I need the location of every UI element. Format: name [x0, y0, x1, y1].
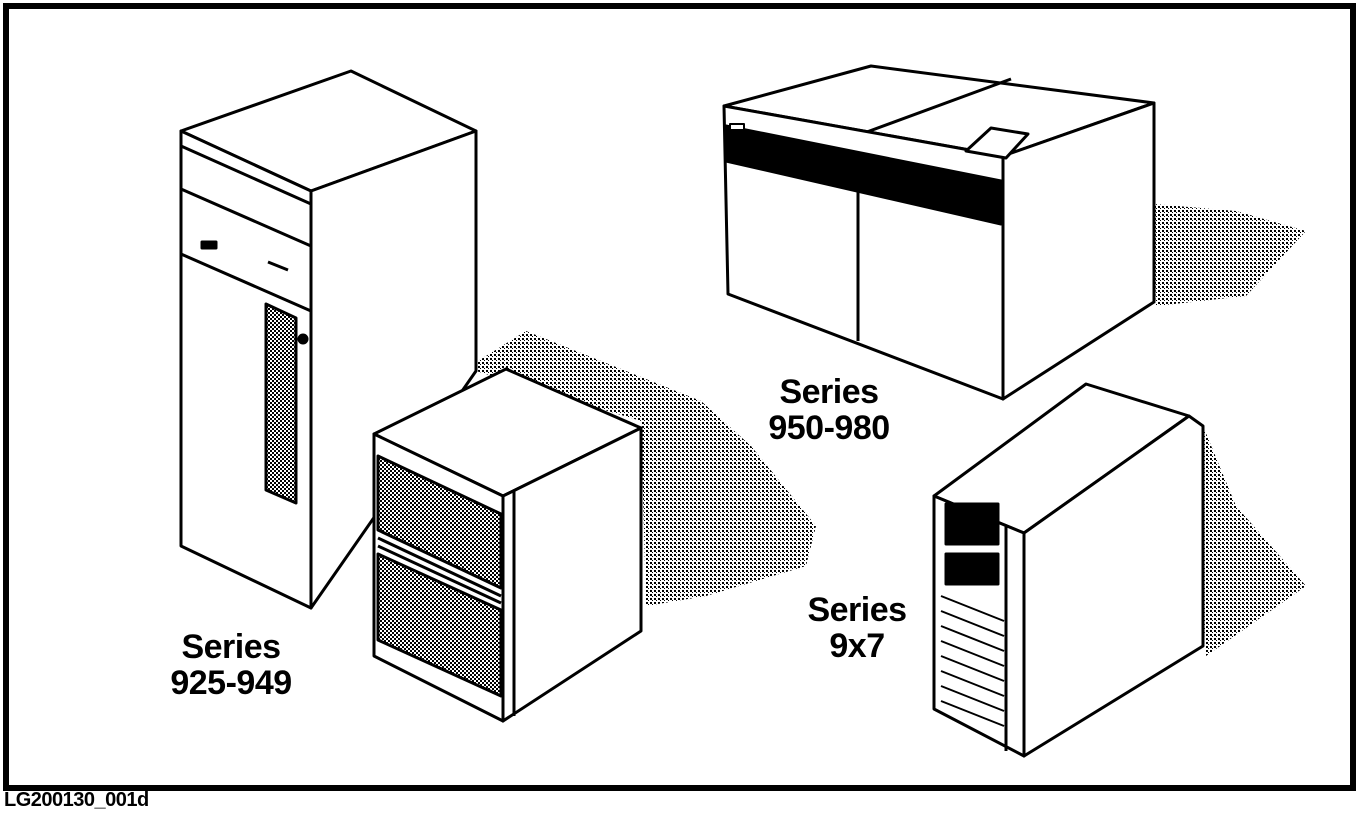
label-series-925-949-line2: 925-949: [170, 664, 292, 702]
computers-illustration: [179, 64, 1306, 758]
label-series-950-980-line1: Series: [779, 373, 879, 411]
label-series-950-980-line2: 950-980: [768, 409, 890, 447]
label-series-925-949: Series 925-949: [141, 629, 321, 701]
shadow-floor-950: [1154, 204, 1306, 306]
label-series-950-980: Series 950-980: [739, 374, 919, 446]
tower-925-949: [179, 69, 478, 610]
tower-9x7: [932, 382, 1205, 758]
label-series-9x7-line1: Series: [807, 591, 907, 629]
label-series-925-949-line1: Series: [181, 628, 281, 666]
shadow-floor-925: [476, 331, 816, 606]
label-series-9x7: Series 9x7: [777, 592, 937, 664]
figure-frame: Series 925-949 Series 950-980 Series 9x7: [3, 3, 1356, 791]
cabinet-925-949: [372, 367, 643, 723]
label-series-9x7-line2: 9x7: [829, 627, 885, 665]
shadow-floor-9x7: [1203, 426, 1306, 656]
figure-caption: LG200130_001d: [4, 789, 149, 811]
mainframe-950-980: [722, 64, 1156, 401]
